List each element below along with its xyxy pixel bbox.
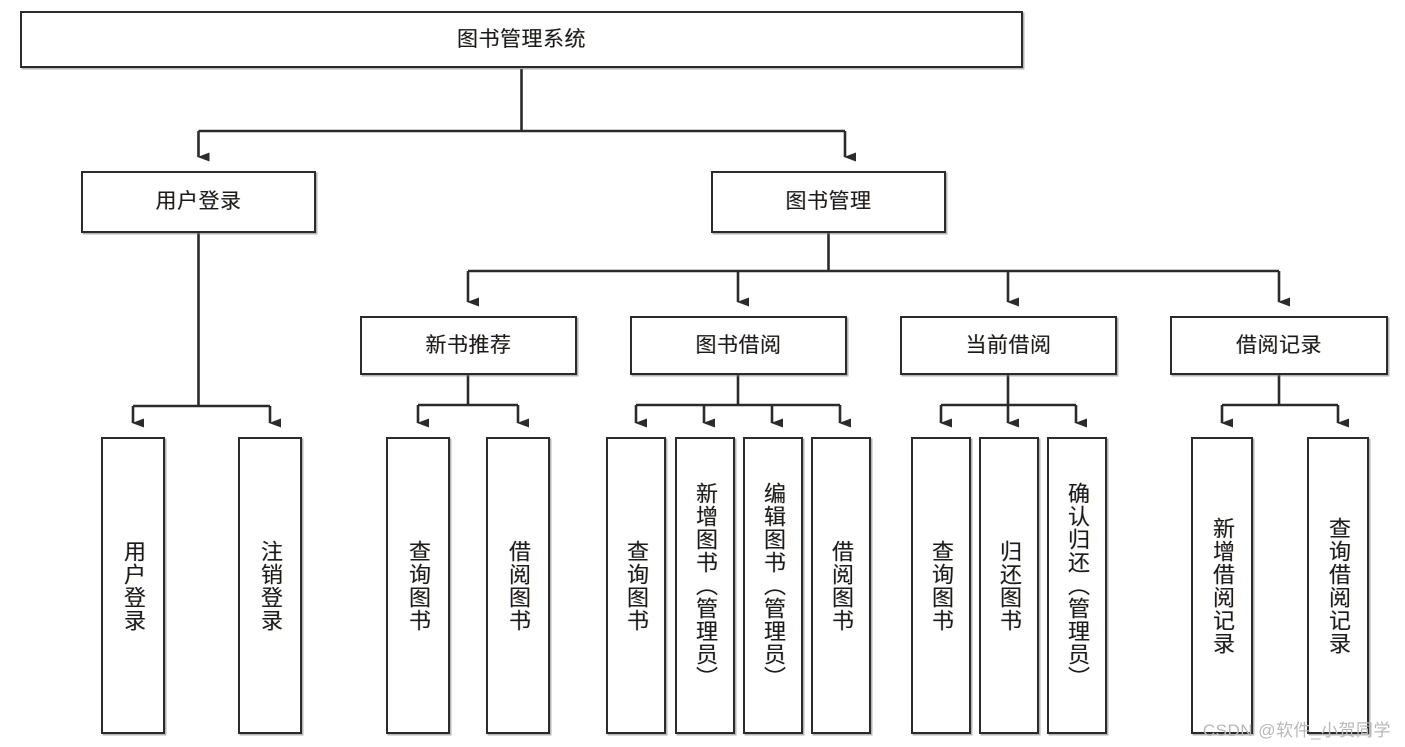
node-book-management[interactable]: 图书管理 — [711, 171, 946, 233]
leaf-user-login-logout[interactable]: 注销登录 — [238, 437, 302, 734]
node-label: 新增借阅记录 — [1209, 516, 1235, 655]
node-label: 查询图书 — [928, 539, 954, 632]
node-root-system[interactable]: 图书管理系统 — [20, 11, 1023, 68]
node-label: 新增图书（管理员） — [692, 482, 718, 689]
leaf-user-login-login[interactable]: 用户登录 — [101, 437, 165, 734]
node-label: 图书管理 — [785, 190, 872, 214]
node-user-login[interactable]: 用户登录 — [81, 171, 316, 233]
node-label: 用户登录 — [155, 190, 242, 214]
node-label: 查询借阅记录 — [1325, 516, 1351, 655]
node-label: 新书推荐 — [425, 333, 512, 357]
edge-group-root — [197, 69, 856, 162]
node-label: 当前借阅 — [965, 333, 1052, 357]
node-label: 编辑图书（管理员） — [760, 482, 786, 689]
node-label: 注销登录 — [257, 539, 283, 632]
node-label: 借阅图书 — [505, 539, 531, 632]
edge-group-current-borrow — [939, 375, 1087, 428]
node-label: 图书借阅 — [695, 333, 782, 357]
edge-group-new-book — [416, 375, 529, 428]
leaf-current-borrow-confirm[interactable]: 确认归还（管理员） — [1047, 437, 1107, 734]
node-label: 查询图书 — [405, 539, 431, 632]
edge-group-borrow-record — [1220, 375, 1349, 428]
leaf-borrow-record-add[interactable]: 新增借阅记录 — [1191, 437, 1253, 734]
leaf-current-borrow-query[interactable]: 查询图书 — [911, 437, 971, 734]
leaf-book-borrow-edit[interactable]: 编辑图书（管理员） — [743, 437, 803, 734]
node-label: 归还图书 — [996, 539, 1022, 632]
node-label: 借阅图书 — [828, 539, 854, 632]
leaf-book-borrow-query[interactable]: 查询图书 — [606, 437, 666, 734]
leaf-new-book-query[interactable]: 查询图书 — [386, 437, 450, 734]
leaf-borrow-record-query[interactable]: 查询借阅记录 — [1307, 437, 1369, 734]
node-label: 借阅记录 — [1236, 333, 1322, 357]
leaf-current-borrow-return[interactable]: 归还图书 — [979, 437, 1039, 734]
leaf-book-borrow-add[interactable]: 新增图书（管理员） — [675, 437, 735, 734]
node-label: 图书管理系统 — [457, 27, 586, 51]
edge-group-book-manage — [466, 233, 1290, 307]
node-label: 确认归还（管理员） — [1064, 482, 1090, 689]
node-current-borrow[interactable]: 当前借阅 — [900, 316, 1117, 375]
node-book-borrow[interactable]: 图书借阅 — [630, 316, 847, 375]
node-label: 用户登录 — [120, 539, 146, 632]
csdn-watermark: CSDN @软件_小贺同学 — [1202, 721, 1391, 740]
leaf-new-book-borrow[interactable]: 借阅图书 — [486, 437, 550, 734]
leaf-book-borrow-borrow[interactable]: 借阅图书 — [811, 437, 871, 734]
node-new-book-recommend[interactable]: 新书推荐 — [360, 316, 577, 375]
edge-group-book-borrow — [634, 375, 851, 428]
node-borrow-record[interactable]: 借阅记录 — [1170, 316, 1388, 375]
node-label: 查询图书 — [623, 539, 649, 632]
edge-group-user-login — [131, 233, 281, 428]
